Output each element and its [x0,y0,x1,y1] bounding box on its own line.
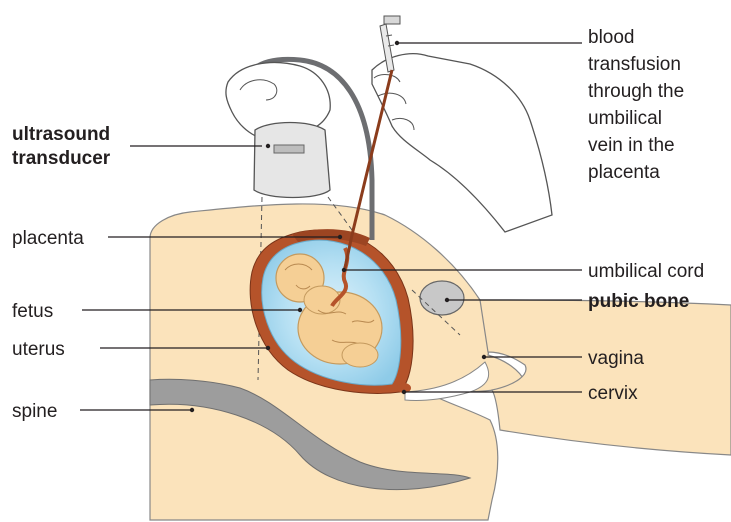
label-spine: spine [12,401,57,422]
label-transfusion-1: blood [588,27,635,48]
label-umbilical-cord: umbilical cord [588,261,704,282]
label-transfusion-6: placenta [588,162,660,183]
label-pubic-bone: pubic bone [588,291,689,312]
label-vagina: vagina [588,348,644,369]
label-transfusion-5: vein in the [588,135,675,156]
pubic-bone [420,281,464,315]
label-transfusion-2: transfusion [588,54,681,75]
label-placenta: placenta [12,228,84,249]
label-transfusion-3: through the [588,81,684,102]
label-fetus: fetus [12,301,53,322]
label-ultrasound-line1: ultrasound [12,124,110,145]
transducer-window [274,145,304,153]
label-cervix: cervix [588,383,638,404]
ultrasound-transducer [254,123,330,198]
label-uterus: uterus [12,339,65,360]
label-ultrasound-line2: transducer [12,148,111,169]
label-transfusion-4: umbilical [588,108,662,129]
